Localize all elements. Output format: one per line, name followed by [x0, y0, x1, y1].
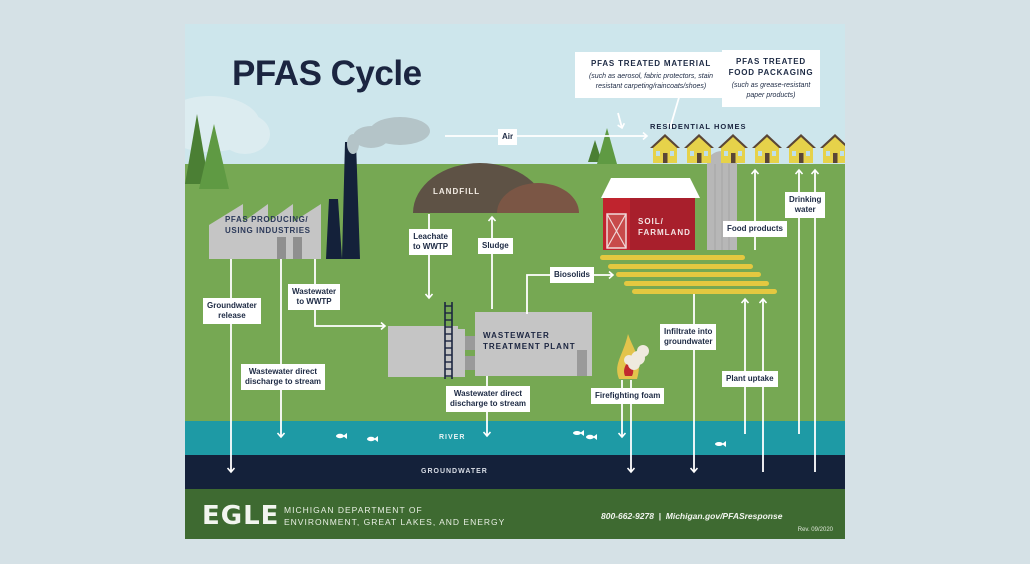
- landfill-label: LANDFILL: [433, 187, 481, 196]
- groundwater-layer: [185, 455, 845, 489]
- label-line: Drinking: [789, 195, 822, 204]
- crop-rows: [600, 255, 777, 294]
- house-icon: [752, 134, 782, 163]
- label-line: Leachate: [413, 232, 448, 241]
- label-line: Infiltrate into: [664, 327, 713, 336]
- flow-label-biosolids: Biosolids: [550, 267, 595, 283]
- landfill-mound: [497, 183, 579, 213]
- wwtp-tank: [388, 329, 465, 377]
- flow-label-food-products: Food products: [723, 221, 787, 237]
- flow-label-firefighting-foam: Firefighting foam: [591, 388, 665, 404]
- industry-label-line: PFAS PRODUCING/: [225, 215, 309, 224]
- label-line: groundwater: [664, 337, 713, 346]
- river-label: RIVER: [439, 434, 466, 441]
- wwtp-building: [475, 312, 592, 376]
- box-subtext: (such as aerosol, fabric protectors, sta…: [588, 73, 714, 90]
- label-line: Wastewater direct: [453, 389, 523, 398]
- groundwater-label: GROUNDWATER: [421, 468, 488, 475]
- flow-label-air: Air: [498, 129, 518, 145]
- cloud: [220, 114, 270, 154]
- farmland-label: SOIL/ FARMLAND: [638, 216, 691, 238]
- footer-band: [185, 489, 845, 539]
- department-name-line: MICHIGAN DEPARTMENT OF: [284, 505, 423, 515]
- label-line: release: [218, 311, 246, 320]
- flow-label-plant-uptake: Plant uptake: [722, 371, 778, 387]
- tree-icon: [185, 114, 209, 184]
- egle-logo: EGLE: [202, 501, 280, 531]
- pfas-treated-material-box: PFAS TREATED MATERIAL (such as aerosol, …: [575, 52, 727, 98]
- factory-door: [277, 237, 286, 259]
- label-line: Wastewater direct: [248, 367, 318, 376]
- pfas-cycle-infographic: PFAS Cycle PFAS TREATED MATERIAL (such a…: [185, 24, 845, 539]
- house-icon: [820, 134, 845, 163]
- farmland-label-line: SOIL/: [638, 217, 664, 226]
- tree-icon: [597, 128, 617, 164]
- department-name-line: ENVIRONMENT, GREAT LAKES, AND ENERGY: [284, 517, 506, 527]
- diagram-artwork: [185, 24, 845, 539]
- label-line: discharge to stream: [450, 399, 527, 408]
- wwtp-label-line: TREATMENT PLANT: [483, 342, 576, 351]
- residential-homes: [650, 134, 845, 163]
- house-icon: [718, 134, 748, 163]
- farmland-label-line: FARMLAND: [638, 228, 691, 237]
- contact-info: 800-662-9278 | Michigan.gov/PFASresponse: [601, 511, 783, 521]
- box-heading: PFAS TREATED MATERIAL: [590, 59, 712, 68]
- flow-label-sludge: Sludge: [478, 238, 513, 254]
- river: [185, 421, 845, 455]
- tree-icon: [199, 124, 229, 189]
- house-icon: [684, 134, 714, 163]
- smokestack: [326, 199, 342, 259]
- barn-roof: [601, 178, 700, 198]
- foam-cloud: [624, 345, 649, 370]
- box-heading: FOOD PACKAGING: [728, 68, 814, 77]
- industry-label-line: USING INDUSTRIES: [225, 226, 311, 235]
- wwtp-label-line: WASTEWATER: [483, 331, 550, 340]
- label-line: to WWTP: [296, 297, 332, 306]
- label-line: Wastewater: [292, 287, 337, 296]
- house-icon: [786, 134, 816, 163]
- page-title: PFAS Cycle: [232, 54, 422, 93]
- tree-icon: [588, 140, 602, 162]
- residential-homes-label: RESIDENTIAL HOMES: [650, 122, 747, 131]
- house-icon: [650, 134, 680, 163]
- box-subtext: (such as grease-resistant paper products…: [731, 82, 811, 99]
- barn: [630, 197, 695, 250]
- revision-date: Rev. 09/2020: [797, 527, 833, 533]
- wwtp-label: WASTEWATER TREATMENT PLANT: [483, 330, 576, 352]
- smokestack: [342, 142, 360, 259]
- fish-icons: [336, 430, 726, 447]
- label-line: discharge to stream: [245, 377, 322, 386]
- factory-door: [293, 237, 302, 259]
- label-line: to WWTP: [413, 242, 449, 251]
- label-line: water: [794, 205, 816, 214]
- industry-label: PFAS PRODUCING/ USING INDUSTRIES: [225, 214, 311, 236]
- pfas-food-packaging-box: PFAS TREATED FOOD PACKAGING (such as gre…: [722, 50, 820, 107]
- label-line: Groundwater: [207, 301, 257, 310]
- box-heading: PFAS TREATED: [736, 57, 806, 66]
- smoke: [347, 117, 430, 154]
